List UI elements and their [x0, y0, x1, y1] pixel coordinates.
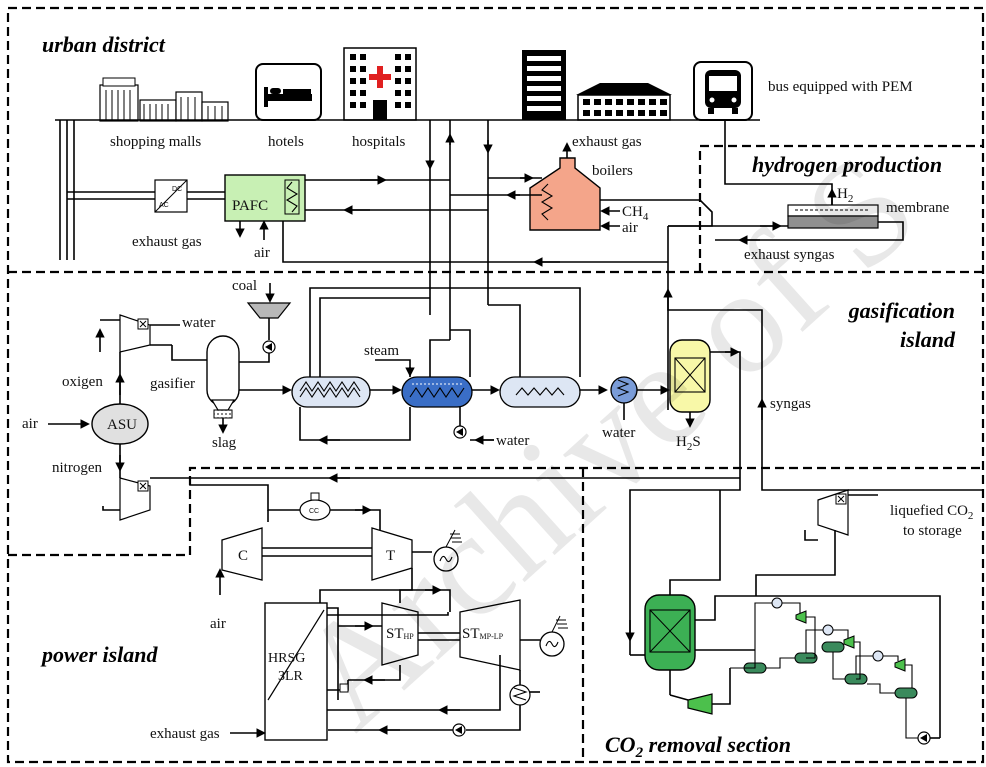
membrane-label: membrane: [886, 200, 950, 216]
hrsg-label-line1: HRSG: [268, 651, 305, 666]
asu-label: ASU: [107, 417, 137, 433]
gasification-island-title-line2: island: [900, 327, 956, 352]
combustion-chamber-icon: CC: [299, 492, 331, 521]
hrsg-exhaust-gas-label: exhaust gas: [150, 726, 220, 742]
hrsg-unit: HRSG 3LR: [264, 602, 328, 741]
hotel-bed-icon: [255, 63, 322, 121]
nitrogen-compressor-icon: [119, 477, 151, 521]
pafc-air-label: air: [254, 245, 270, 261]
pafc-exhaust-gas-label: exhaust gas: [132, 234, 202, 250]
co2-removal-title: CO2 removal section: [605, 732, 791, 761]
shopping-malls-label: shopping malls: [110, 134, 201, 150]
syngas-cooler-2: [401, 376, 473, 408]
ac-label: AC: [159, 202, 169, 209]
syngas-label: syngas: [770, 396, 811, 412]
archive-watermark: Archive of S: [266, 123, 947, 759]
co2-pump-icon: [917, 731, 931, 745]
oxigen-label: oxigen: [62, 374, 103, 390]
slag-label: slag: [212, 435, 237, 451]
steam-label: steam: [364, 343, 399, 359]
coal-label: coal: [232, 278, 257, 294]
cc-label: CC: [309, 508, 319, 515]
co2-absorber-column: [644, 594, 696, 671]
boiler: [529, 157, 601, 231]
co2-compression-train: [743, 597, 918, 699]
steam-turbine-hp: STHP: [381, 602, 419, 666]
office-building-icon: [522, 50, 566, 120]
boiler-air-label: air: [622, 220, 638, 236]
h2-label: H2: [837, 186, 853, 205]
syngas-cooler-3: [499, 376, 581, 408]
power-island-title: power island: [40, 642, 159, 667]
gasification-island-title-line1: gasification: [848, 298, 955, 323]
compressor-air-label: air: [210, 616, 226, 632]
cooling-water-label: water: [602, 425, 635, 441]
asu-unit: ASU: [91, 403, 149, 445]
ch4-label: CH4: [622, 204, 649, 223]
nitrogen-label: nitrogen: [52, 460, 102, 476]
bus-label: bus equipped with PEM: [768, 79, 913, 95]
urban-district-title: urban district: [42, 32, 166, 57]
co2-compressor-main: [687, 693, 713, 715]
building-icon: [576, 83, 672, 121]
feedwater-pump-icon: [453, 425, 467, 439]
gasifier-label: gasifier: [150, 376, 195, 392]
exhaust-syngas-label: exhaust syngas: [744, 247, 835, 263]
dc-label: DC: [172, 186, 182, 193]
gas-compressor: C: [221, 527, 263, 581]
liquefied-co2-label: liquefied CO2: [890, 503, 973, 522]
coal-hopper: [246, 302, 292, 319]
dc-ac-inverter-icon: DC AC: [154, 179, 188, 213]
syngas-cooler-1: [291, 376, 371, 408]
pafc-fuel-cell: PAFC: [224, 174, 306, 222]
coal-pump-icon: [262, 340, 276, 354]
membrane-unit: [787, 204, 879, 229]
boiler-exhaust-gas-label: exhaust gas: [572, 134, 642, 150]
water-label-compressor: water: [182, 315, 215, 331]
gasifier: [206, 335, 240, 419]
generator-icon-1: [433, 529, 462, 572]
condenser-icon: [509, 684, 531, 706]
st-mplp-label: STMP-LP: [462, 626, 504, 642]
bus-icon: [693, 61, 753, 121]
hospitals-label: hospitals: [352, 134, 405, 150]
air-label-asu: air: [22, 416, 38, 432]
air-compressor-icon: [119, 314, 151, 353]
pafc-label: PAFC: [232, 198, 268, 214]
to-storage-label: to storage: [903, 523, 962, 539]
co2-liquefaction-compressor: [817, 489, 849, 536]
hrsg-label-line2: 3LR: [278, 669, 304, 684]
hydrogen-production-title: hydrogen production: [752, 152, 942, 177]
boilers-label: boilers: [592, 163, 633, 179]
h2s-label: H2S: [676, 434, 701, 453]
st-hp-label: STHP: [386, 626, 414, 642]
hospital-icon: [343, 47, 417, 121]
hotels-label: hotels: [268, 134, 304, 150]
condensate-pump-icon: [452, 723, 466, 737]
section-borders: [6, 6, 985, 764]
electric-grid-lines: [55, 119, 760, 260]
feedwater-label: water: [496, 433, 529, 449]
compressor-label: C: [238, 548, 248, 564]
turbine-label: T: [386, 548, 395, 564]
shopping-malls-icon: [99, 77, 229, 122]
generator-icon-2: [539, 615, 568, 657]
